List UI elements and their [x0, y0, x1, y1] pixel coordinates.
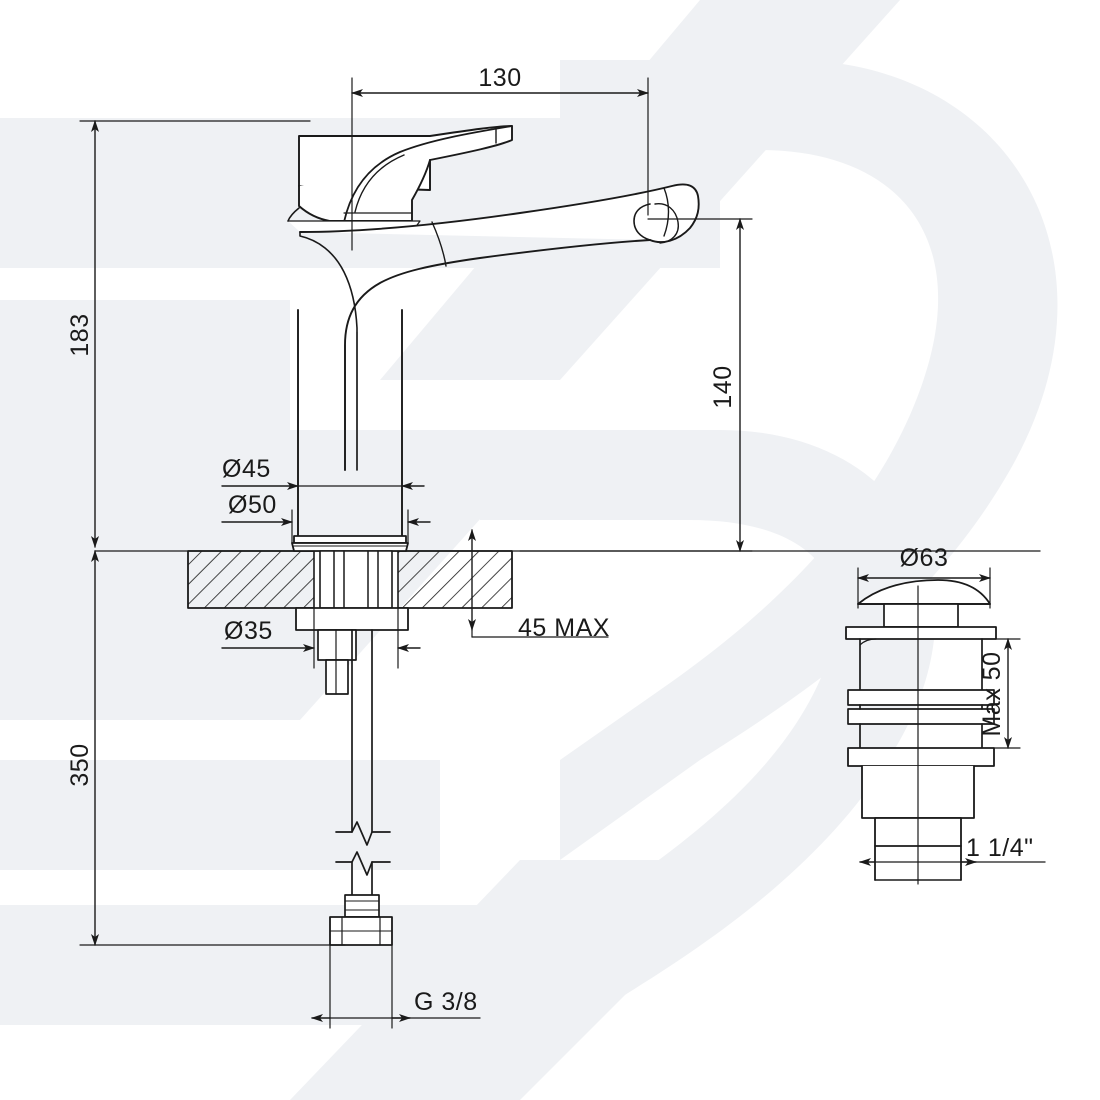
pop-up-waste-assembly: [845, 579, 997, 885]
dimension-waste-cap-diameter: [857, 567, 991, 609]
fixing-assembly: [295, 550, 409, 833]
dimension-label-overall-height: 183: [66, 313, 94, 356]
spout: [299, 183, 700, 471]
dimension-label-mounting-hole: Ø35: [224, 617, 273, 645]
dimension-hose-length: [79, 550, 346, 946]
watermark-sweep-3: [380, 0, 900, 380]
dimension-mounting-hole: [221, 607, 421, 669]
watermark-sweep-2: [290, 860, 760, 1100]
dimension-overall-height: [79, 120, 311, 548]
hose-break-symbol-upper: [335, 821, 391, 846]
dimension-waste-outlet-thread: [859, 858, 1046, 866]
dimension-counter-thickness: [468, 529, 609, 638]
dimension-supply-thread: [311, 944, 481, 1029]
supply-connector: [329, 894, 393, 946]
dimension-label-waste-max-depth: Max 50: [978, 652, 1006, 737]
dimension-label-hose-length: 350: [66, 743, 94, 786]
dimension-label-waste-cap-diameter: Ø63: [900, 544, 949, 572]
dimension-label-base-diameter: Ø50: [228, 491, 277, 519]
dimension-label-spout-reach: 130: [478, 64, 521, 92]
dimension-label-counter-thickness: 45 MAX: [518, 614, 610, 642]
watermark-band-3: [0, 760, 440, 870]
dimension-label-waste-outlet-thread: 1 1/4": [966, 834, 1033, 862]
dimension-spout-height: [519, 218, 753, 552]
dimension-label-body-diameter: Ø45: [222, 455, 271, 483]
dimension-waste-max-depth: [993, 638, 1021, 749]
dimension-spout-reach: [351, 77, 649, 251]
dimension-label-spout-height: 140: [709, 365, 737, 408]
hose-break-symbol-lower: [335, 851, 391, 896]
dimension-label-supply-thread: G 3/8: [414, 988, 478, 1016]
faucet-body: [291, 309, 409, 552]
dimension-base-diameter: [221, 509, 431, 544]
lever-handle: [287, 125, 513, 233]
